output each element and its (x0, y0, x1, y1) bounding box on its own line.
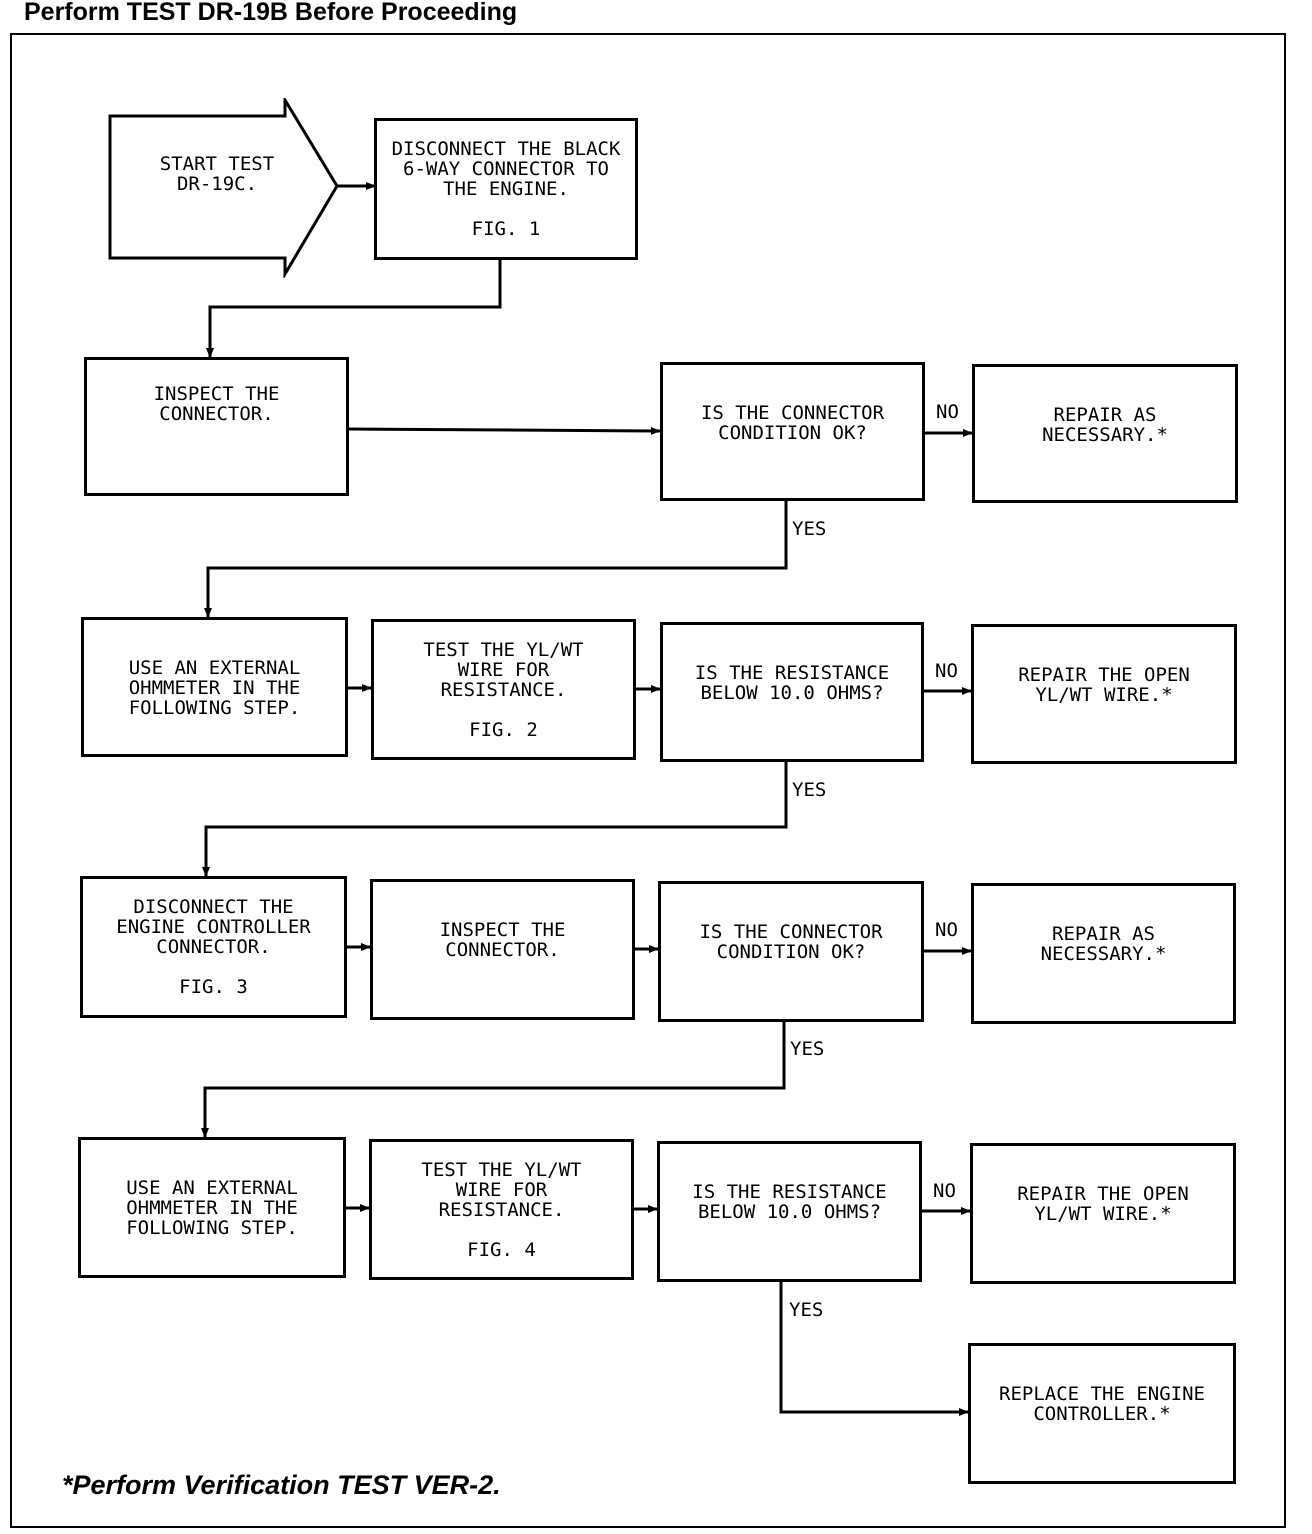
arrow-inspect-to-condition (347, 426, 661, 435)
step-text: TEST THE YL/WT WIRE FOR RESISTANCE. (423, 639, 584, 701)
step-text: INSPECT THE CONNECTOR. (439, 919, 566, 961)
fig-label: FIG. 4 (467, 1239, 536, 1261)
step-disconnect-engine-controller: DISCONNECT THE ENGINE CONTROLLER CONNECT… (80, 876, 347, 1018)
start-test-arrow: START TEST DR-19C. (108, 98, 340, 278)
diagram-frame (10, 33, 1286, 1528)
decision-connector-condition-1: IS THE CONNECTOR CONDITION OK? (660, 362, 925, 501)
step-text: USE AN EXTERNAL OHMMETER IN THE FOLLOWIN… (126, 1177, 298, 1239)
yes-label: YES (790, 1038, 825, 1060)
start-arrow-shape (108, 98, 339, 278)
no-label: NO (935, 919, 958, 941)
step-test-yl-wt-wire-1: TEST THE YL/WT WIRE FOR RESISTANCE. FIG.… (371, 619, 636, 760)
step-replace-engine-controller: REPLACE THE ENGINE CONTROLLER.* (968, 1343, 1236, 1484)
step-text: TEST THE YL/WT WIRE FOR RESISTANCE. (421, 1159, 582, 1221)
step-inspect-connector-2: INSPECT THE CONNECTOR. (370, 879, 635, 1020)
page-title: Perform TEST DR-19B Before Proceeding (24, 0, 518, 26)
fig-label: FIG. 1 (471, 218, 541, 240)
arrow-cond2-yes (201, 1021, 786, 1138)
decision-text: IS THE CONNECTOR CONDITION OK? (700, 402, 885, 444)
fig-label: FIG. 3 (179, 976, 248, 998)
no-label: NO (935, 660, 958, 682)
step-repair-as-necessary-2: REPAIR AS NECESSARY.* (971, 883, 1236, 1024)
yes-label: YES (789, 1299, 824, 1321)
arrow-disconnect-to-inspect (206, 259, 502, 358)
step-text: REPAIR THE OPEN YL/WT WIRE.* (1018, 664, 1190, 706)
decision-text: IS THE RESISTANCE BELOW 10.0 OHMS? (694, 662, 890, 704)
step-use-ohmmeter-2: USE AN EXTERNAL OHMMETER IN THE FOLLOWIN… (78, 1137, 346, 1278)
step-use-ohmmeter-1: USE AN EXTERNAL OHMMETER IN THE FOLLOWIN… (81, 617, 348, 757)
step-text: INSPECT THE CONNECTOR. (153, 383, 280, 425)
step-text: USE AN EXTERNAL OHMMETER IN THE FOLLOWIN… (128, 657, 301, 719)
step-repair-open-wire-1: REPAIR THE OPEN YL/WT WIRE.* (971, 624, 1237, 764)
verification-note: *Perform Verification TEST VER-2. (62, 1470, 501, 1500)
step-text: DISCONNECT THE ENGINE CONTROLLER CONNECT… (116, 896, 311, 958)
decision-text: IS THE CONNECTOR CONDITION OK? (699, 921, 883, 963)
no-label: NO (936, 401, 959, 423)
step-repair-open-wire-2: REPAIR THE OPEN YL/WT WIRE.* (970, 1143, 1236, 1284)
yes-label: YES (792, 518, 827, 540)
step-disconnect-black-connector: DISCONNECT THE BLACK 6-WAY CONNECTOR TO … (374, 118, 638, 260)
decision-text: IS THE RESISTANCE BELOW 10.0 OHMS? (692, 1181, 887, 1223)
decision-resistance-1: IS THE RESISTANCE BELOW 10.0 OHMS? (660, 622, 924, 762)
step-text: REPAIR AS NECESSARY.* (1040, 923, 1167, 965)
step-text: DISCONNECT THE BLACK 6-WAY CONNECTOR TO … (391, 138, 621, 200)
decision-resistance-2: IS THE RESISTANCE BELOW 10.0 OHMS? (657, 1141, 922, 1282)
step-text: REPLACE THE ENGINE CONTROLLER.* (999, 1383, 1205, 1425)
fig-label: FIG. 2 (469, 719, 538, 741)
step-test-yl-wt-wire-2: TEST THE YL/WT WIRE FOR RESISTANCE. FIG.… (369, 1139, 634, 1280)
arrow-res2-yes (779, 1281, 969, 1416)
decision-connector-condition-2: IS THE CONNECTOR CONDITION OK? (658, 881, 924, 1022)
step-text: REPAIR THE OPEN YL/WT WIRE.* (1017, 1183, 1189, 1225)
step-repair-as-necessary-1: REPAIR AS NECESSARY.* (972, 364, 1238, 503)
yes-label: YES (792, 779, 827, 801)
no-label: NO (933, 1180, 956, 1202)
step-inspect-connector-1: INSPECT THE CONNECTOR. (84, 357, 349, 496)
arrow-res1-yes (202, 761, 788, 877)
step-text: REPAIR AS NECESSARY.* (1042, 404, 1168, 446)
arrow-condition-yes (204, 500, 788, 618)
start-test-label: START TEST DR-19C. (159, 153, 275, 195)
